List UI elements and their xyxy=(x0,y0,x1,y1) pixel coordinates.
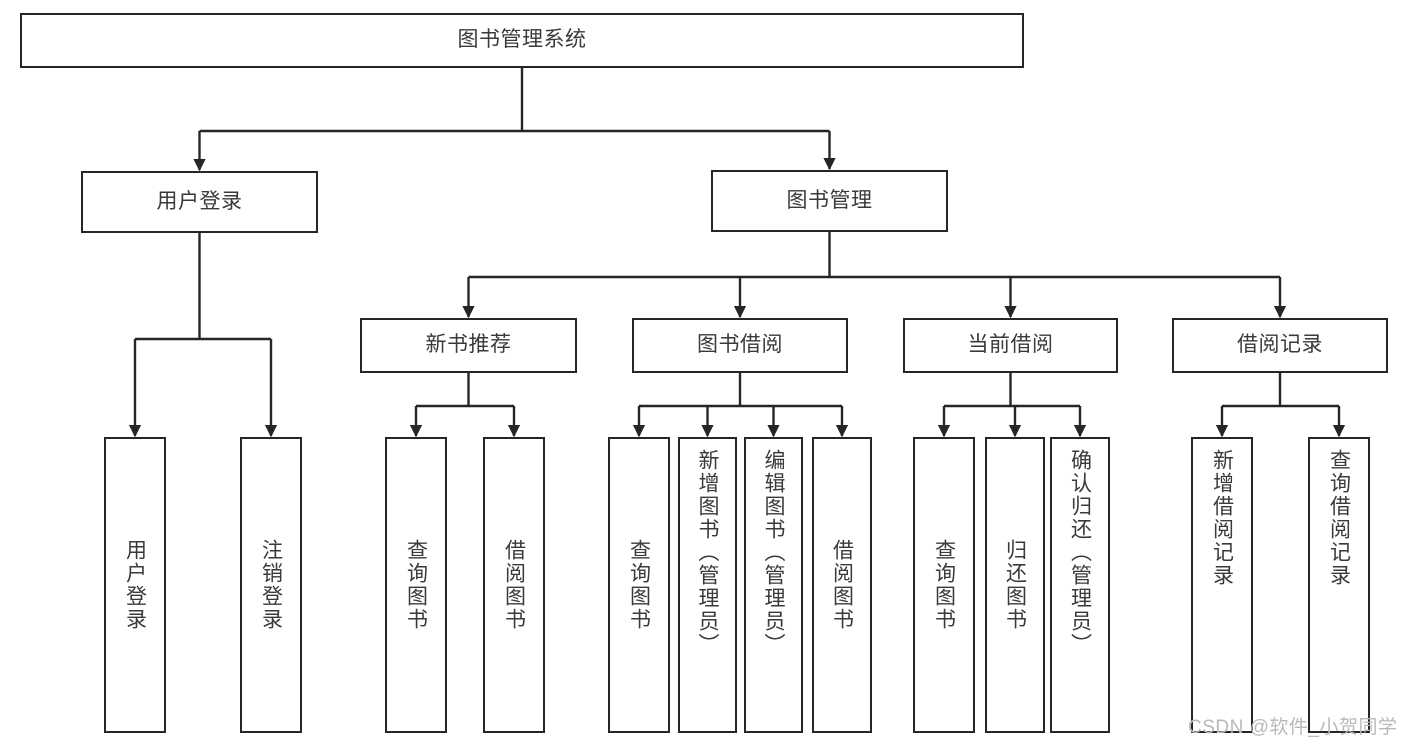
node-label: 用户登录 xyxy=(156,189,243,213)
node-label: 图书管理 xyxy=(786,188,873,212)
node-l_b1[interactable]: 借阅图书 xyxy=(483,437,545,733)
node-label: 借阅图书 xyxy=(502,539,526,631)
node-l_login[interactable]: 用户登录 xyxy=(104,437,166,733)
node-label: 新书推荐 xyxy=(425,333,512,357)
node-label: 借阅图书 xyxy=(830,539,854,631)
node-l_conf[interactable]: 确认归还（管理员） xyxy=(1050,437,1110,733)
node-label: 查询图书 xyxy=(627,539,651,631)
node-label: 借阅记录 xyxy=(1237,333,1323,357)
node-label: 查询借阅记录 xyxy=(1327,449,1351,587)
node-label: 当前借阅 xyxy=(967,333,1054,357)
node-label: 注销登录 xyxy=(259,539,283,631)
node-label: 图书借阅 xyxy=(697,333,783,357)
node-label: 新增借阅记录 xyxy=(1210,449,1234,587)
node-l_qrec[interactable]: 查询借阅记录 xyxy=(1308,437,1370,733)
node-label: 查询图书 xyxy=(404,539,428,631)
node-l_edit[interactable]: 编辑图书（管理员） xyxy=(744,437,803,733)
node-bookmgmt[interactable]: 图书管理 xyxy=(711,170,948,232)
node-label: 确认归还（管理员） xyxy=(1068,449,1092,656)
node-label: 编辑图书（管理员） xyxy=(762,449,785,656)
node-newrec[interactable]: 新书推荐 xyxy=(360,318,577,373)
node-l_ret[interactable]: 归还图书 xyxy=(985,437,1045,733)
node-label: 用户登录 xyxy=(123,539,147,631)
node-l_q1[interactable]: 查询图书 xyxy=(385,437,447,733)
connector-lines xyxy=(128,68,1346,438)
watermark-label: CSDN @软件_小贺同学 xyxy=(1188,717,1398,738)
node-login[interactable]: 用户登录 xyxy=(81,171,318,233)
node-l_q3[interactable]: 查询图书 xyxy=(913,437,975,733)
node-l_q2[interactable]: 查询图书 xyxy=(608,437,670,733)
node-label: 图书管理系统 xyxy=(457,28,587,52)
node-root[interactable]: 图书管理系统 xyxy=(20,13,1024,68)
node-current[interactable]: 当前借阅 xyxy=(903,318,1118,373)
node-l_logout[interactable]: 注销登录 xyxy=(240,437,302,733)
node-label: 新增图书（管理员） xyxy=(696,449,719,656)
node-l_addrec[interactable]: 新增借阅记录 xyxy=(1191,437,1253,733)
node-label: 查询图书 xyxy=(932,539,956,631)
node-records[interactable]: 借阅记录 xyxy=(1172,318,1388,373)
node-borrow[interactable]: 图书借阅 xyxy=(632,318,848,373)
node-l_add[interactable]: 新增图书（管理员） xyxy=(678,437,737,733)
node-l_b2[interactable]: 借阅图书 xyxy=(812,437,872,733)
node-label: 归还图书 xyxy=(1003,539,1027,631)
